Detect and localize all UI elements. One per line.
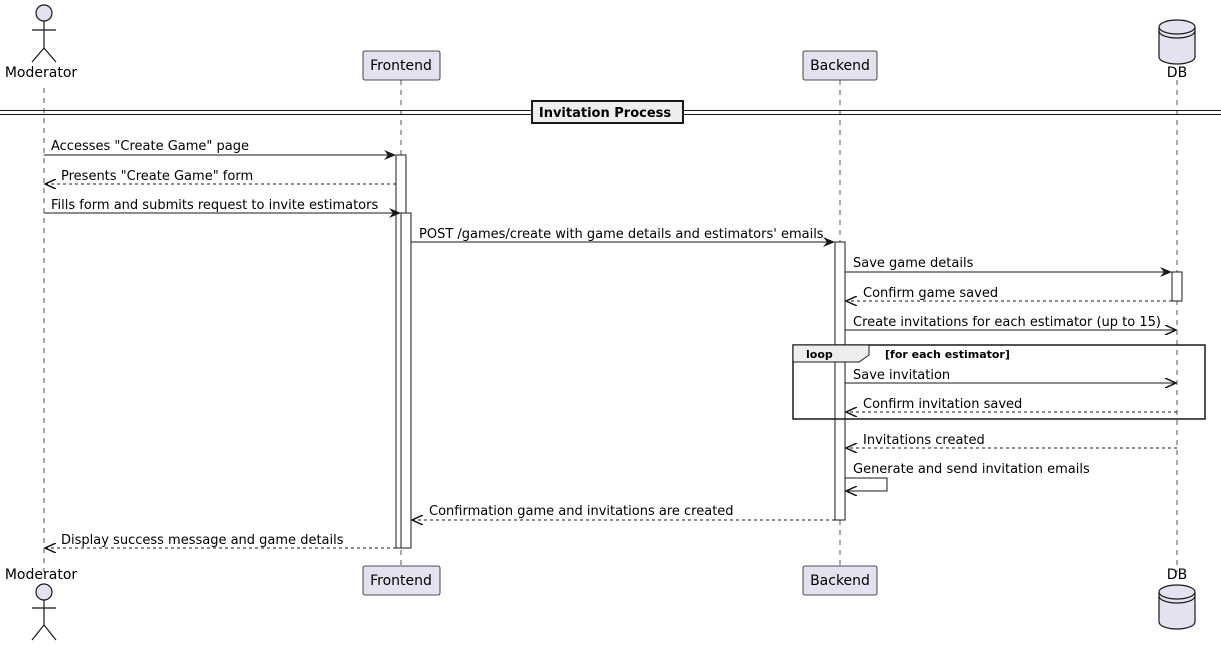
loop-frame: loop [for each estimator] xyxy=(792,344,1206,420)
message-label-6: Confirm game saved xyxy=(863,286,998,301)
participant-label-db-bottom: DB xyxy=(1167,567,1187,583)
message-label-3: Fills form and submits request to invite… xyxy=(51,198,378,213)
participant-db-bottom: DB xyxy=(1158,567,1196,630)
participant-label-frontend-bottom: Frontend xyxy=(370,573,432,589)
loop-keyword: loop xyxy=(806,348,833,361)
participant-moderator-bottom: Moderator xyxy=(5,567,78,641)
activation-backend xyxy=(834,241,846,521)
participant-label-moderator: Moderator xyxy=(5,65,78,81)
message-label-11: Generate and send invitation emails xyxy=(853,462,1090,477)
message-label-7: Create invitations for each estimator (u… xyxy=(853,315,1161,330)
participant-frontend-top: Frontend xyxy=(362,50,441,81)
participant-frontend-bottom: Frontend xyxy=(362,565,441,596)
actor-icon xyxy=(31,583,57,641)
message-label-2: Presents "Create Game" form xyxy=(61,169,253,184)
loop-condition: [for each estimator] xyxy=(885,348,1010,361)
database-icon xyxy=(1158,19,1196,65)
activation-db xyxy=(1171,271,1183,302)
message-label-5: Save game details xyxy=(853,256,974,271)
actor-icon xyxy=(31,4,57,63)
divider-title: Invitation Process xyxy=(539,106,672,121)
message-labels: Accesses "Create Game" page Presents "Cr… xyxy=(51,139,1161,548)
message-label-10: Invitations created xyxy=(863,433,985,448)
database-icon xyxy=(1158,584,1196,630)
activations xyxy=(395,154,1183,549)
message-arrow-11 xyxy=(845,477,888,491)
participant-db-top: DB xyxy=(1158,19,1196,81)
participant-moderator-top: Moderator xyxy=(5,4,78,81)
message-label-4: POST /games/create with game details and… xyxy=(419,227,824,242)
participant-backend-bottom: Backend xyxy=(802,565,878,596)
message-label-1: Accesses "Create Game" page xyxy=(51,139,249,154)
messages xyxy=(44,150,1177,548)
message-label-12: Confirmation game and invitations are cr… xyxy=(429,504,734,519)
message-label-8: Save invitation xyxy=(853,368,950,383)
message-label-9: Confirm invitation saved xyxy=(863,397,1022,412)
participant-label-moderator-bottom: Moderator xyxy=(5,567,78,583)
activation-frontend-inner xyxy=(400,212,412,549)
participant-label-frontend: Frontend xyxy=(370,58,432,74)
participant-label-backend: Backend xyxy=(810,58,870,74)
message-label-13: Display success message and game details xyxy=(61,533,344,548)
participant-label-db: DB xyxy=(1167,65,1187,81)
divider: Invitation Process xyxy=(0,100,1221,124)
participant-backend-top: Backend xyxy=(802,50,878,81)
participant-label-backend-bottom: Backend xyxy=(810,573,870,589)
